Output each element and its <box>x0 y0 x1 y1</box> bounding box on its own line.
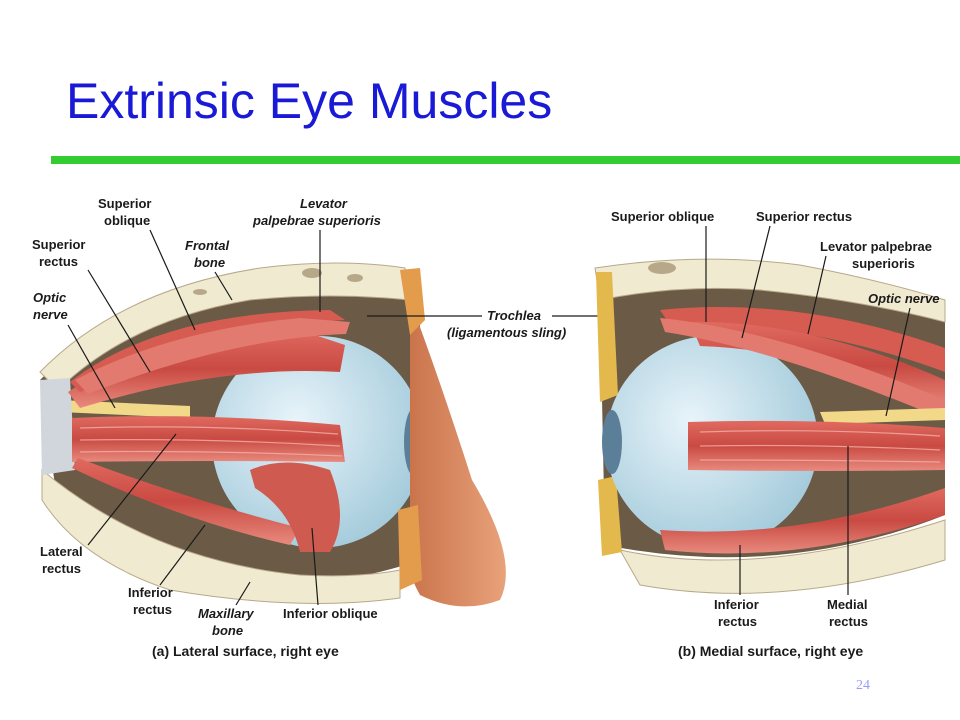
label-inferior-rectus-b: Inferior <box>714 597 759 612</box>
eyelid-tissue-b <box>598 476 622 556</box>
bone-pore <box>193 289 207 295</box>
eyelid-tissue-a <box>398 505 422 590</box>
label-medial-rectus: rectus <box>829 614 868 629</box>
panel-b <box>594 258 946 594</box>
label-superior-rectus-b: Superior rectus <box>756 209 852 224</box>
label-frontal-bone: bone <box>194 255 225 270</box>
annular-ring-a <box>40 378 75 475</box>
inferior-rectus-muscle-b <box>660 488 945 554</box>
label-maxillary-bone: bone <box>212 623 243 638</box>
label-inferior-rectus-a: Inferior <box>128 585 173 600</box>
leader-line <box>235 581 251 606</box>
nose-skin <box>406 300 506 607</box>
leader-line <box>159 524 206 586</box>
leader-line <box>885 307 911 417</box>
label-levator-b: Levator palpebrae <box>820 239 932 254</box>
label-superior-oblique-a: Superior <box>98 196 151 211</box>
leader-line <box>214 271 233 301</box>
label-trochlea: (ligamentous sling) <box>447 325 566 340</box>
lateral-rectus-stripes <box>79 426 343 457</box>
label-lateral-rectus: Lateral <box>40 544 83 559</box>
panel-a-labels: Superior oblique Levator palpebrae super… <box>32 196 381 659</box>
label-frontal-bone: Frontal <box>185 238 229 253</box>
label-superior-oblique-b: Superior oblique <box>611 209 714 224</box>
inferior-oblique-muscle-a <box>250 462 340 552</box>
slide-title: Extrinsic Eye Muscles <box>66 73 553 129</box>
superior-rectus-muscle-a <box>68 330 345 408</box>
leader-line <box>67 324 116 409</box>
label-inferior-rectus-a: rectus <box>133 602 172 617</box>
label-trochlea: Trochlea <box>487 308 541 323</box>
eyelid-tissue-a <box>400 268 425 335</box>
label-levator-a: palpebrae superioris <box>252 213 381 228</box>
upper-bone-b <box>594 258 946 323</box>
leader-line <box>149 229 196 331</box>
superior-oblique-muscle-a <box>75 318 350 394</box>
superior-oblique-muscle-b <box>660 318 945 420</box>
title-rule <box>51 156 960 164</box>
cornea-b <box>602 410 622 474</box>
label-superior-oblique-a: oblique <box>104 213 150 228</box>
panel-a <box>39 262 506 607</box>
eye-muscles-figure: Superior oblique Levator palpebrae super… <box>32 196 946 659</box>
label-optic-nerve-a: nerve <box>33 307 68 322</box>
medial-rectus-stripes <box>699 430 941 463</box>
lower-bone-b <box>619 519 946 594</box>
label-levator-a: Levator <box>300 196 348 211</box>
label-maxillary-bone: Maxillary <box>198 606 254 621</box>
label-superior-rectus-a: rectus <box>39 254 78 269</box>
label-superior-rectus-a: Superior <box>32 237 85 252</box>
leader-line <box>87 433 177 546</box>
label-medial-rectus: Medial <box>827 597 867 612</box>
bone-pore <box>347 274 363 282</box>
leader-line <box>311 527 319 606</box>
lateral-rectus-muscle-a <box>72 416 345 462</box>
label-optic-nerve-a: Optic <box>33 290 67 305</box>
bone-pore <box>648 262 676 274</box>
leader-line <box>741 225 771 339</box>
caption-panel-b: (b) Medial surface, right eye <box>678 643 863 659</box>
label-inferior-rectus-b: rectus <box>718 614 757 629</box>
label-levator-b: superioris <box>852 256 915 271</box>
leader-line <box>87 269 151 373</box>
label-lateral-rectus: rectus <box>42 561 81 576</box>
optic-nerve-a <box>60 400 190 418</box>
caption-panel-a: (a) Lateral surface, right eye <box>152 643 339 659</box>
optic-nerve-b <box>820 408 945 424</box>
panel-b-labels: Superior oblique Superior rectus Levator… <box>611 209 940 659</box>
label-optic-nerve-b: Optic nerve <box>868 291 940 306</box>
leader-line <box>807 255 827 335</box>
page-number: 24 <box>856 678 870 693</box>
label-inferior-oblique: Inferior oblique <box>283 606 378 621</box>
bone-pore <box>302 268 322 278</box>
inferior-rectus-muscle-a <box>72 458 300 545</box>
eyelid-tissue-b <box>596 272 618 402</box>
